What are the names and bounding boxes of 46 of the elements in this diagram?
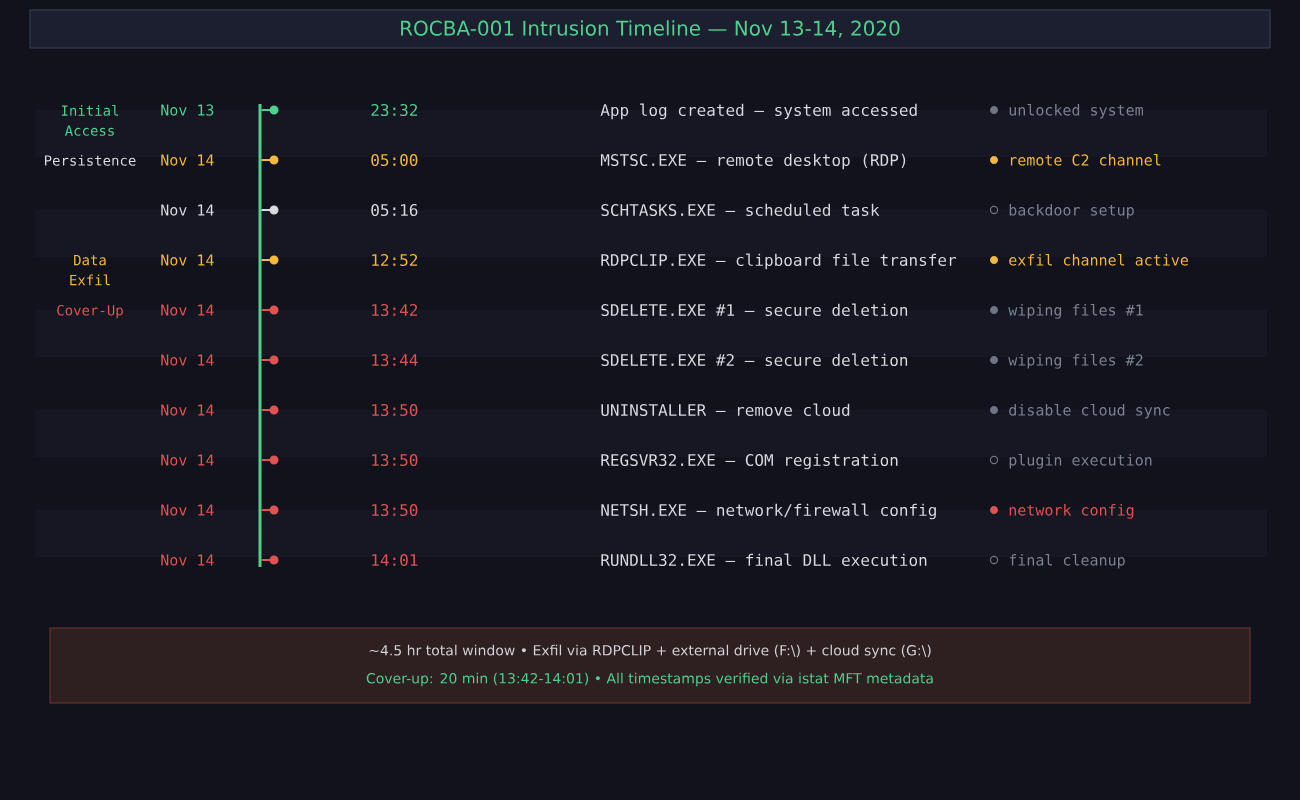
date-label: Nov 14 (161, 204, 214, 216)
status-text: final cleanup (1009, 554, 1125, 569)
event-text: App log created — system accessed (600, 103, 917, 120)
time-label: 05:16 (371, 203, 418, 217)
status-text: exfil channel active (1009, 254, 1188, 266)
status-text: network config (1009, 504, 1134, 519)
time-label: 13:50 (372, 503, 418, 517)
date-label: Nov 14 (161, 254, 214, 266)
time-label: 13:50 (372, 453, 418, 467)
event-text: RDPCLIP.EXE — clipboard file transfer (601, 253, 957, 270)
event-text: MSTSC.EXE — remote desktop (RDP) (600, 153, 906, 170)
time-label: 23:32 (371, 103, 418, 117)
status-text: disable cloud sync (1009, 404, 1170, 419)
date-label: Nov 14 (161, 304, 214, 316)
time-label: 12:52 (372, 253, 418, 267)
phase-label: Data Exfil (70, 254, 110, 286)
event-text: REGSVR32.EXE — COM registration (601, 453, 898, 470)
status-text: backdoor setup (1009, 204, 1134, 219)
date-label: Nov 14 (161, 354, 214, 366)
phase-label: Cover-Up (57, 304, 123, 319)
status-text: wiping files #1 (1008, 304, 1143, 319)
status-text: plugin execution (1009, 454, 1152, 469)
time-label: 14:01 (372, 553, 418, 567)
event-text: NETSH.EXE — network/firewall config (601, 503, 936, 520)
time-label: 13:50 (372, 403, 418, 417)
event-text: RUNDLL32.EXE — final DLL execution (601, 553, 927, 567)
status-text: unlocked system (1009, 104, 1143, 119)
date-label: Nov 14 (161, 404, 214, 416)
date-label: Nov 14 (161, 454, 214, 466)
time-label: 13:44 (372, 353, 418, 367)
time-label: 13:42 (372, 303, 418, 317)
phase-label: Persistence (45, 154, 136, 166)
event-text: UNINSTALLER — remove cloud (601, 403, 850, 417)
date-label: Nov 14 (161, 504, 214, 516)
date-label: Nov 13 (161, 104, 214, 116)
status-text: wiping files #2 (1008, 354, 1143, 369)
event-text: SCHTASKS.EXE — scheduled task (601, 203, 880, 217)
event-text: SDELETE.EXE #2 — secure deletion (601, 353, 908, 367)
status-text: remote C2 channel (1010, 154, 1161, 166)
time-label: 05:00 (371, 153, 418, 167)
event-text: SDELETE.EXE #1 — secure deletion (601, 303, 908, 317)
title-bar: ROCBA-001 Intrusion Timeline — Nov 13-14, 2020 (29, 9, 1271, 49)
phase-label: Initial Access (61, 104, 119, 136)
date-label: Nov 14 (161, 554, 214, 566)
summary-box: ~4.5 hr total window • Exfil via RDPCLIP + external drive (F:\) + cloud sync (G:\) Cover-up: 20 min (13:42-14:01) • All timestamps verified via istat MFT metadata (49, 627, 1251, 704)
date-label: Nov 14 (161, 154, 214, 166)
